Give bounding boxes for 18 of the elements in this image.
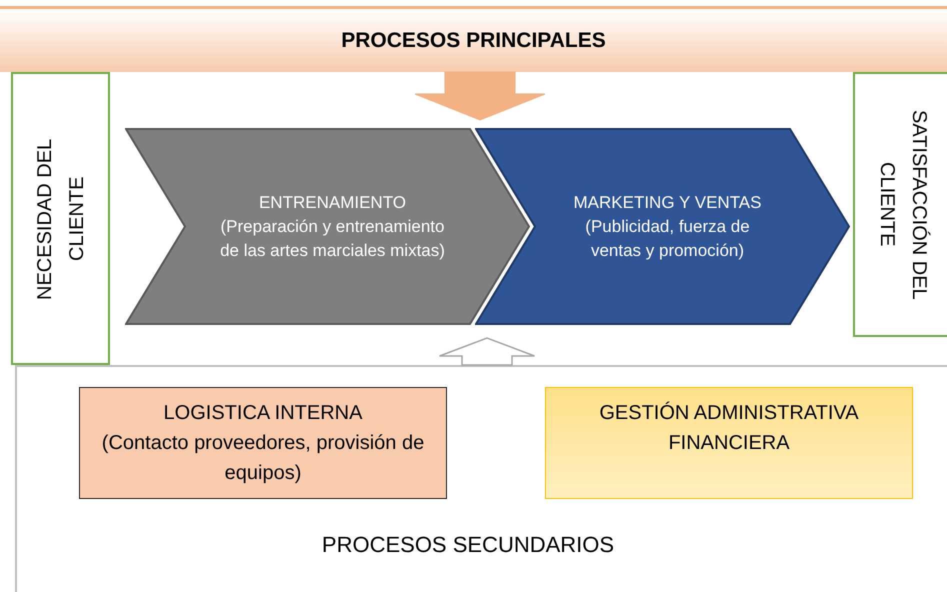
process-text: GESTIÓN ADMINISTRATIVA FINANCIERA bbox=[598, 400, 860, 456]
client-panel bbox=[11, 72, 110, 365]
process-text: (Preparación y entrenamiento de las artes marciales mixtas) bbox=[219, 216, 446, 262]
process-text: MARKETING Y VENTAS (Publicidad, fuerza de ventas y promoción) bbox=[572, 192, 762, 262]
section-title: PROCESOS PRINCIPALES bbox=[340, 28, 607, 52]
process-text: LOGISTICA INTERNA bbox=[162, 401, 364, 426]
process-box bbox=[79, 387, 447, 499]
block-arrow bbox=[438, 337, 536, 366]
block-arrow bbox=[414, 72, 546, 121]
process-box bbox=[545, 387, 913, 499]
header-band bbox=[0, 6, 947, 72]
vertical-label: NECESIDAD DEL CLIENTE bbox=[32, 136, 88, 302]
group-label: PROCESOS SECUNDARIOS bbox=[320, 532, 616, 558]
vertical-label: SATISFACCIÓN DEL CLIENTE bbox=[875, 108, 932, 302]
group-frame bbox=[15, 365, 947, 592]
process-title: ENTRENAMIENTO bbox=[258, 192, 408, 214]
client-panel bbox=[853, 72, 947, 337]
process-text: (Contacto proveedores, provisión de equipos) bbox=[100, 431, 426, 486]
